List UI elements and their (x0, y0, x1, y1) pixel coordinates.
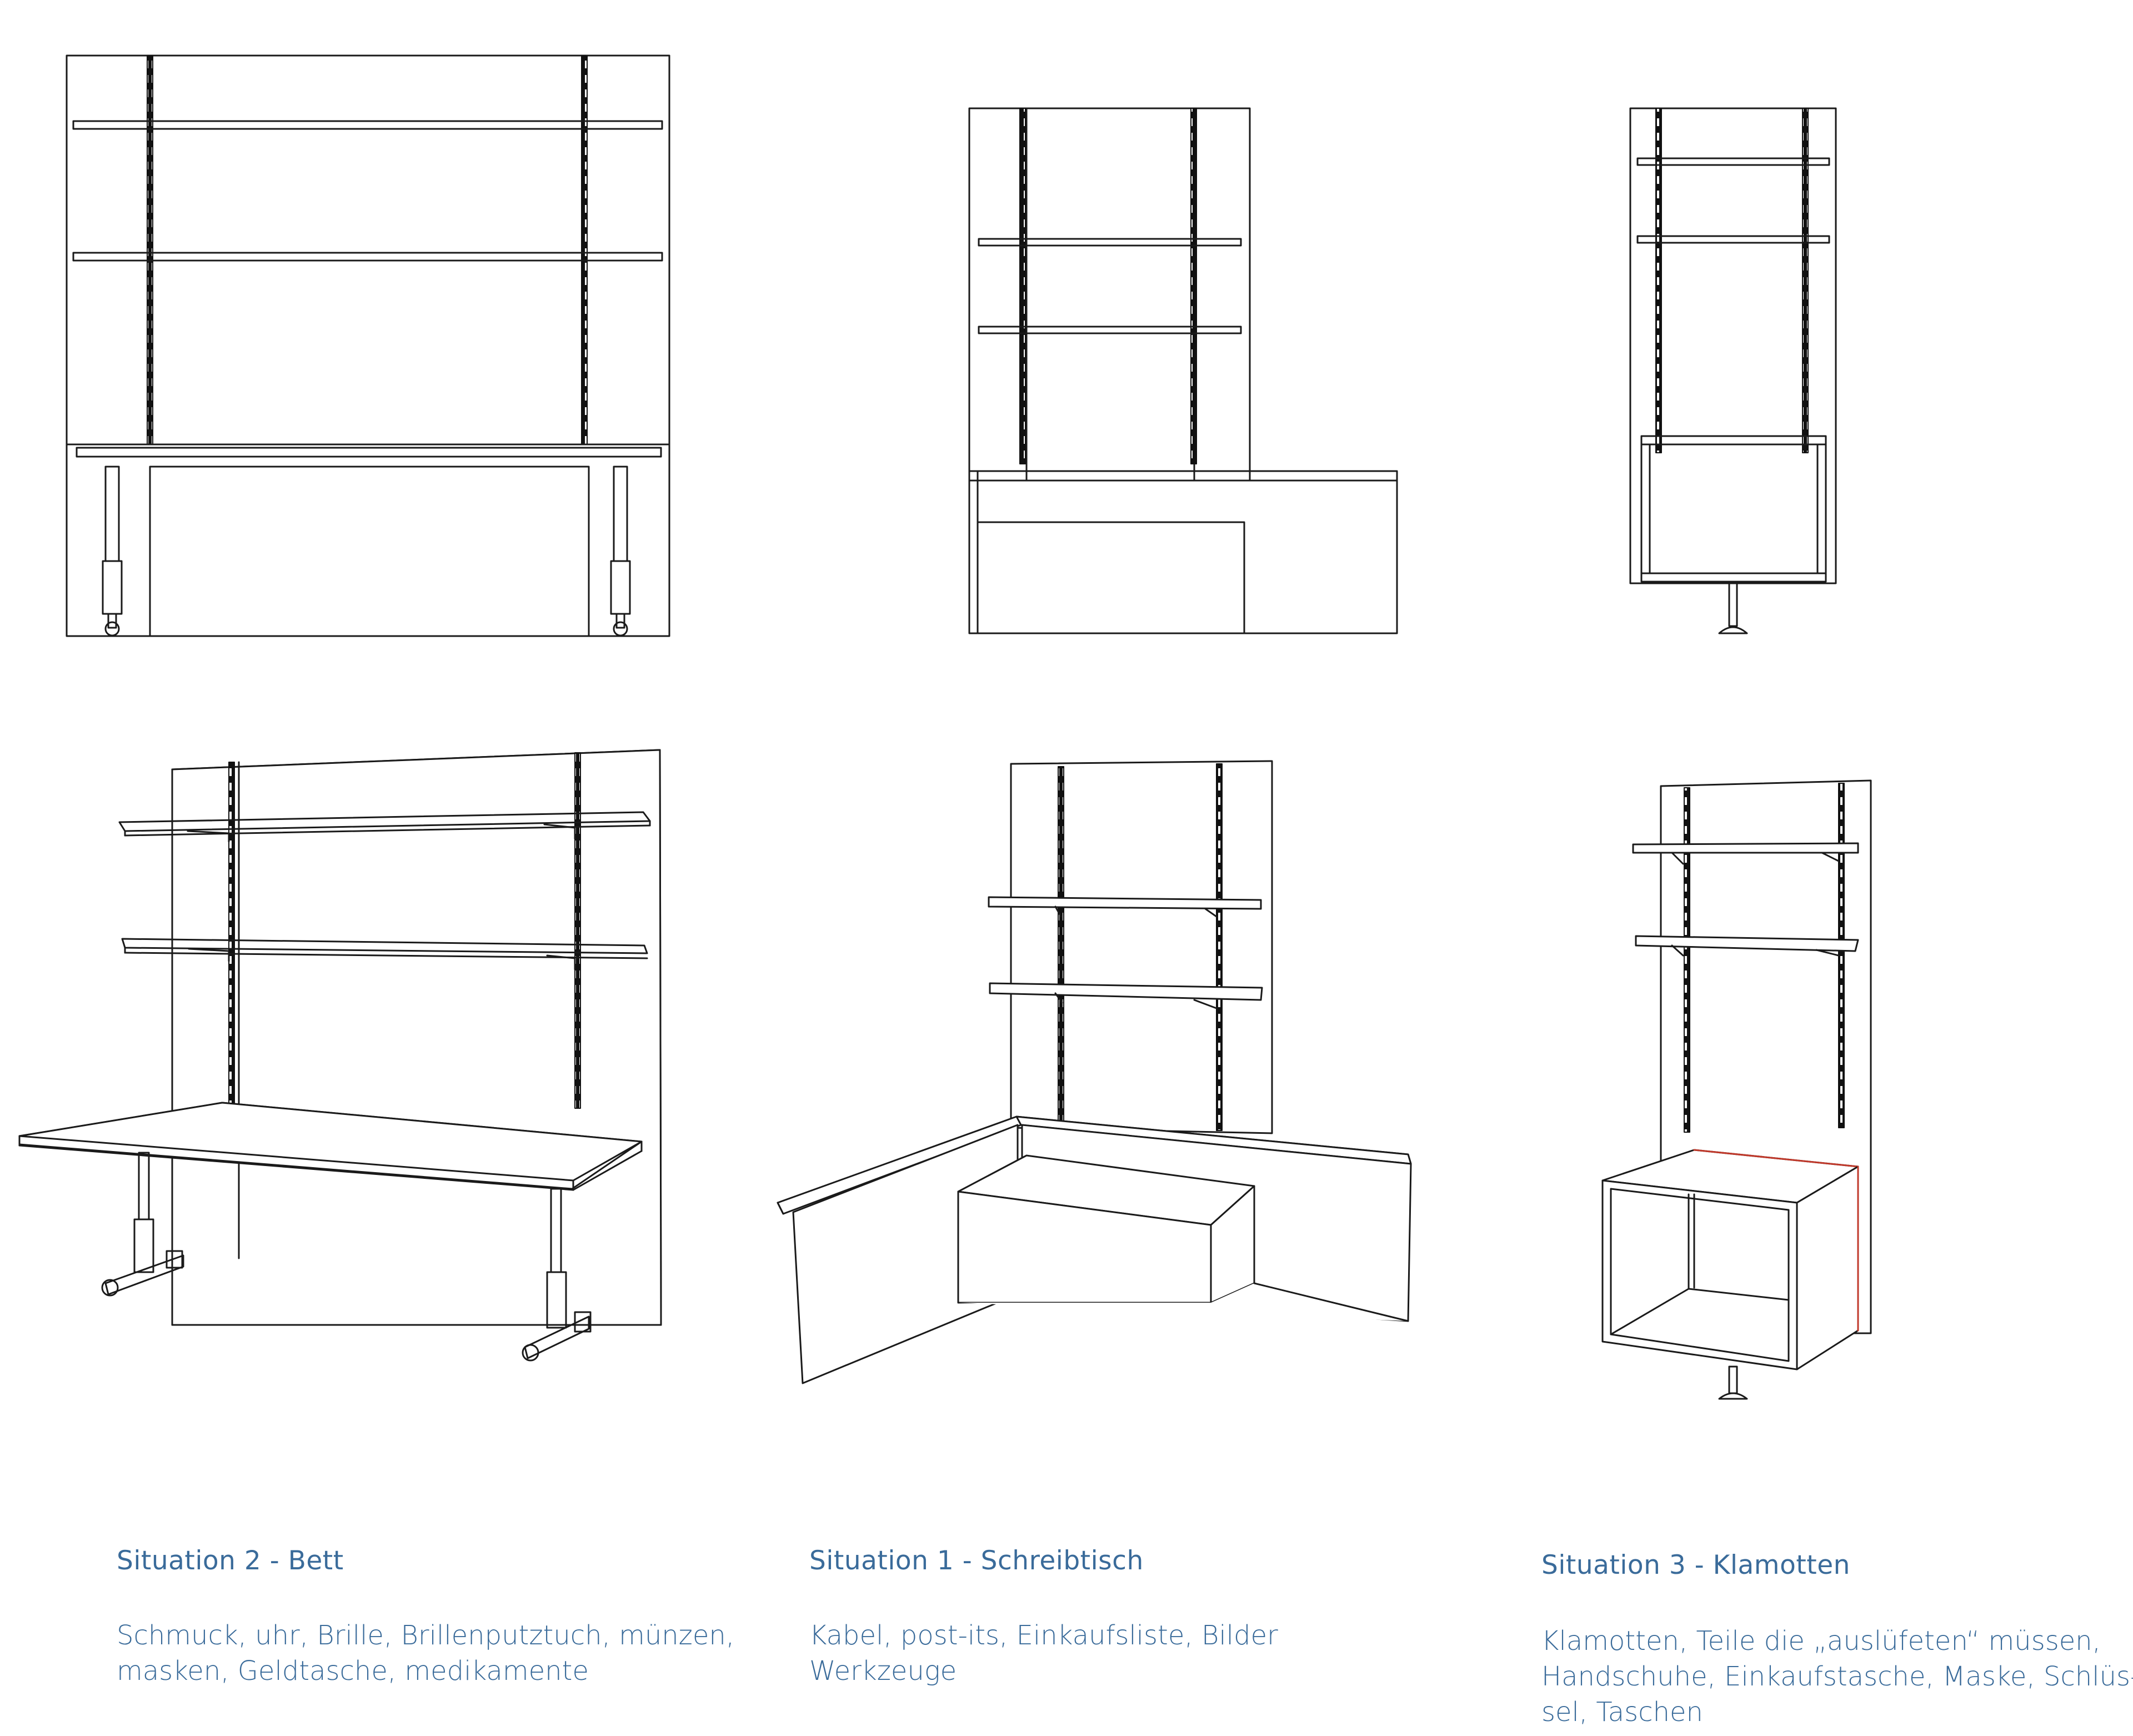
schreibtisch-perspective-view (777, 760, 1412, 1384)
situation-1-line: Werkzeuge (809, 1655, 957, 1687)
bett-front-view (66, 54, 670, 637)
situation-3-line: Handschuhe, Einkaufstasche, Maske, Schlü… (1541, 1661, 2133, 1692)
situation-3-line: Klamotten, Teile die „auslüfeten“ müssen… (1541, 1625, 2101, 1657)
situation-1-title: Situation 1 - Schreibtisch (809, 1545, 1144, 1576)
situation-2-line: Schmuck, uhr, Brille, Brillenputztuch, m… (117, 1620, 735, 1651)
klamotten-perspective-view (1601, 779, 1872, 1400)
situation-1-description: Kabel, post-its, Einkaufsliste, Bilder W… (809, 1618, 1278, 1689)
situation-3-description: Klamotten, Teile die „auslüfeten“ müssen… (1541, 1623, 2133, 1730)
bett-perspective-view (18, 749, 662, 1362)
situation-3-line: sel, Taschen (1541, 1697, 1703, 1728)
situation-2-title: Situation 2 - Bett (117, 1545, 344, 1576)
klamotten-front-view (1629, 107, 1837, 634)
situation-3-title: Situation 3 - Klamotten (1541, 1550, 1850, 1580)
situation-2-description: Schmuck, uhr, Brille, Brillenputztuch, m… (117, 1618, 734, 1689)
schreibtisch-front-view (968, 107, 1398, 634)
situation-2-line: masken, Geldtasche, medikamente (117, 1655, 589, 1687)
situation-1-line: Kabel, post-its, Einkaufsliste, Bilder (809, 1620, 1278, 1651)
